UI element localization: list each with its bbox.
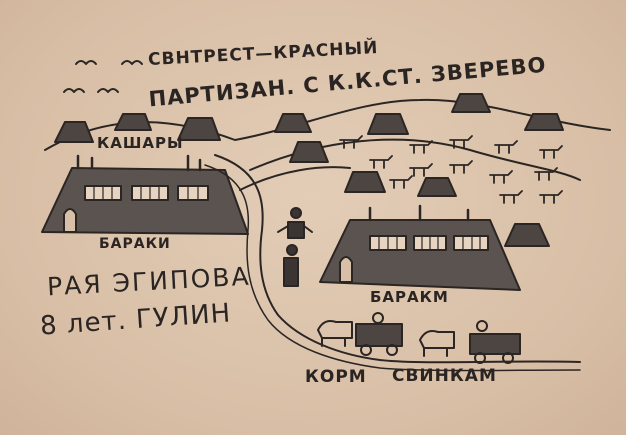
road-line bbox=[204, 164, 581, 372]
distant-huts-icon bbox=[54, 93, 564, 247]
left-barrack-icon bbox=[41, 154, 249, 235]
pig-herd-icon bbox=[339, 135, 563, 204]
label-kashary: КАШАРЫ bbox=[97, 134, 184, 152]
hill-line bbox=[239, 166, 351, 191]
people-icon bbox=[277, 207, 313, 287]
label-barakm: БАРАКМ bbox=[370, 288, 449, 306]
label-baraki: БАРАКИ bbox=[99, 236, 171, 252]
ox-carts-icon bbox=[317, 312, 521, 364]
caption-svinkam: СВИНКАМ bbox=[392, 366, 497, 386]
caption-korm: КОРМ bbox=[305, 367, 367, 387]
right-barrack-icon bbox=[319, 204, 521, 291]
road-line bbox=[214, 154, 581, 364]
birds-icon bbox=[63, 60, 143, 93]
